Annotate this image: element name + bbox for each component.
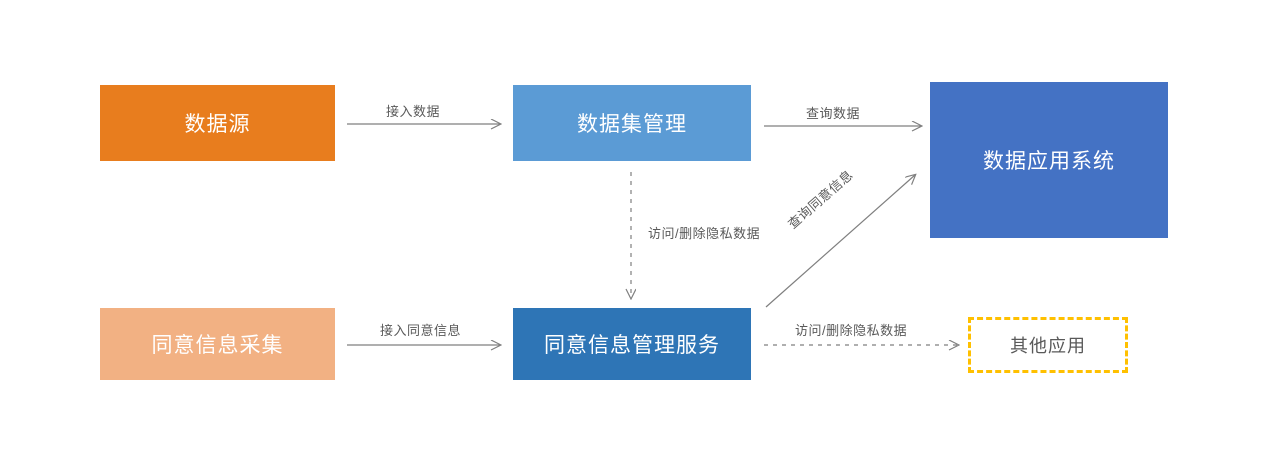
node-data-application-system[interactable]: 数据应用系统 xyxy=(930,82,1168,238)
node-other-applications[interactable]: 其他应用 xyxy=(968,317,1128,373)
edge-label-ingest-data: 接入数据 xyxy=(386,104,441,119)
edge-label-query-data: 查询数据 xyxy=(806,106,861,121)
node-consent-information-management-service[interactable]: 同意信息管理服务 xyxy=(513,308,751,380)
edge-label-access-delete-private-data-lower: 访问/删除隐私数据 xyxy=(795,323,908,338)
edge-label-query-consent-information: 查询同意信息 xyxy=(784,167,856,232)
node-data-source[interactable]: 数据源 xyxy=(100,85,335,161)
node-dataset-management[interactable]: 数据集管理 xyxy=(513,85,751,161)
node-consent-information-collection[interactable]: 同意信息采集 xyxy=(100,308,335,380)
connector-query-consent xyxy=(765,175,915,308)
edge-label-access-delete-private-data-upper: 访问/删除隐私数据 xyxy=(648,226,761,241)
edge-label-ingest-consent-information: 接入同意信息 xyxy=(380,323,462,338)
